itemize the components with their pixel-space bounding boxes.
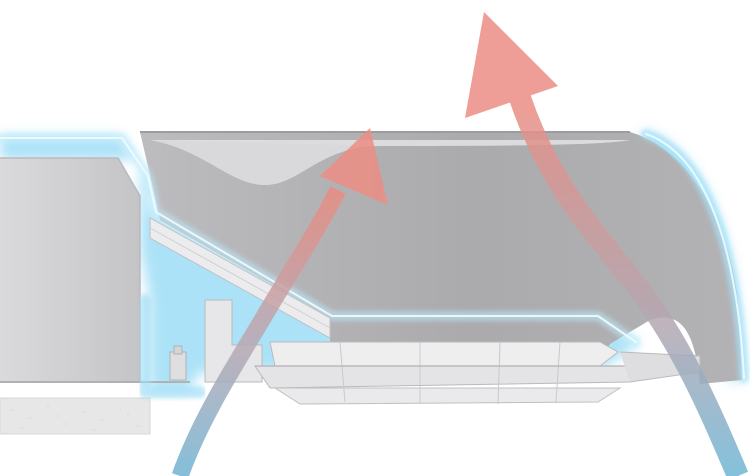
- diagram-canvas: [0, 0, 750, 476]
- fade-overlay: [0, 0, 750, 476]
- unit-cross-section-illustration: [0, 0, 750, 476]
